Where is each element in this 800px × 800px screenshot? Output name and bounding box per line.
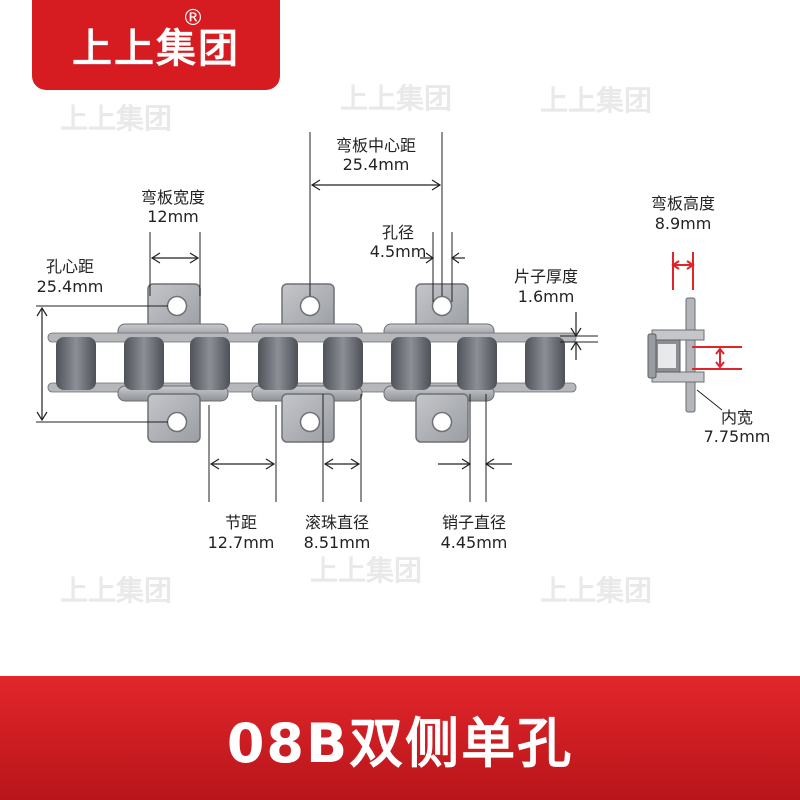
hole-icon [431, 295, 453, 317]
product-title: 08B双侧单孔 [226, 711, 574, 775]
top-link-plates [47, 323, 577, 343]
brand-logo: 上上集团 ® [32, 0, 280, 90]
watermark: 上上集团 [60, 102, 172, 135]
roller [323, 337, 363, 390]
dimension-labels: 弯板中心距 25.4mm 弯板宽度 12mm 孔径 4.5mm 孔心距 25.4… [37, 136, 771, 552]
bend-center-value: 25.4mm [343, 155, 410, 174]
plate-thickness-label: 片子厚度 [514, 267, 578, 286]
bottom-attachments [147, 393, 469, 443]
hole-diameter-value: 4.5mm [370, 242, 427, 261]
rollers [56, 337, 565, 390]
hole-icon [299, 411, 321, 433]
inner-width-label: 内宽 [721, 408, 753, 427]
side-view [647, 252, 742, 413]
roller [457, 337, 497, 390]
roller [190, 337, 230, 390]
brand-name: 上上集团 [72, 26, 240, 72]
hole-icon [431, 411, 453, 433]
watermark: 上上集团 [340, 82, 452, 115]
attachment-plate-bottom [281, 393, 335, 443]
roller [124, 337, 164, 390]
hole-icon [299, 295, 321, 317]
pin-diameter-label: 销子直径 [442, 513, 506, 532]
roller [258, 337, 298, 390]
hole-icon [166, 295, 188, 317]
pitch-label: 节距 [225, 513, 257, 532]
roller-diameter-value: 8.51mm [304, 533, 371, 552]
watermark: 上上集团 [310, 554, 422, 587]
plate-thickness-value: 1.6mm [518, 287, 575, 306]
roller [391, 337, 431, 390]
bend-height-label: 弯板高度 [651, 194, 715, 213]
pitch-value: 12.7mm [208, 533, 275, 552]
attachment-plate-bottom [415, 393, 469, 443]
watermark: 上上集团 [540, 574, 652, 607]
bend-center-label: 弯板中心距 [336, 136, 416, 155]
hole-icon [166, 411, 188, 433]
watermark: 上上集团 [60, 574, 172, 607]
watermarks: 上上集团 上上集团 上上集团 上上集团 上上集团 上上集团 [60, 82, 652, 607]
roller [525, 337, 565, 390]
roller-diameter-label: 滚珠直径 [305, 513, 369, 532]
attachment-plate-bottom [147, 393, 201, 443]
bend-width-value: 12mm [147, 207, 199, 226]
roller [56, 337, 96, 390]
inner-width-value: 7.75mm [704, 427, 771, 446]
roller-chain [47, 283, 577, 443]
footer-banner: 08B双侧单孔 [0, 676, 800, 800]
hole-diameter-label: 孔径 [382, 223, 414, 242]
hole-center-label: 孔心距 [46, 257, 94, 276]
hole-center-value: 25.4mm [37, 277, 104, 296]
bend-width-label: 弯板宽度 [141, 188, 205, 207]
attachment-plate-top [281, 283, 335, 333]
bend-height-value: 8.9mm [655, 214, 712, 233]
registered-mark: ® [182, 6, 204, 31]
watermark: 上上集团 [540, 84, 652, 117]
dimension-lines [36, 132, 598, 502]
pin-diameter-value: 4.45mm [441, 533, 508, 552]
